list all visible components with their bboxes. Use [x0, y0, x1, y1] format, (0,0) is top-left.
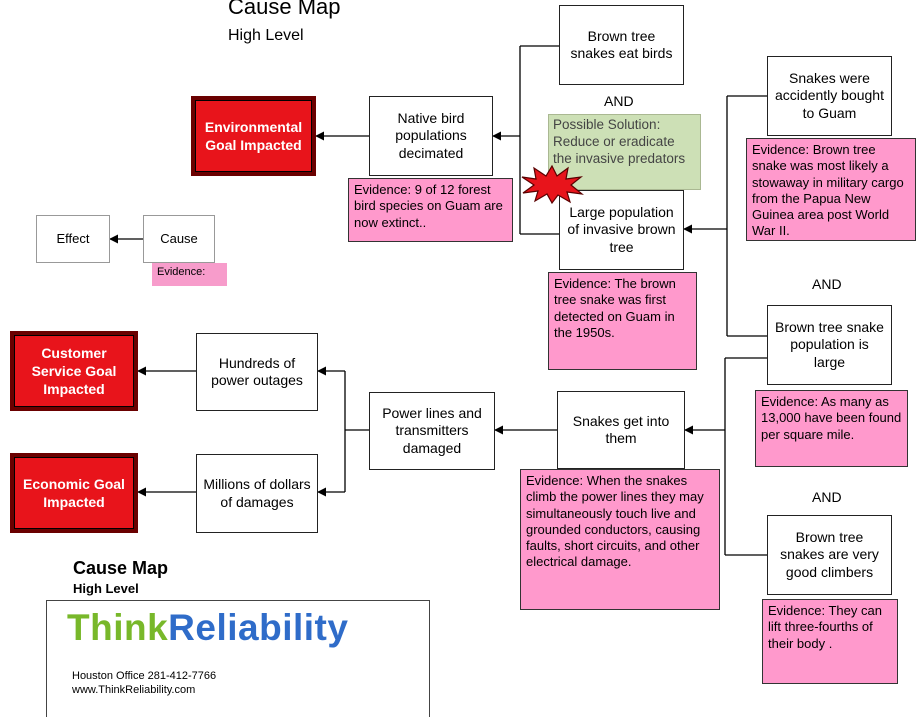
page-subtitle: High Level: [228, 27, 304, 44]
customer-service-goal: Customer Service Goal Impacted: [10, 331, 138, 411]
legend-effect-box: Effect: [36, 215, 110, 263]
node-native-bird: Native bird populations decimated: [369, 96, 493, 176]
legend-cause-box: Cause: [143, 215, 215, 263]
logo-think: Think: [67, 607, 169, 648]
thinkreliability-logo: ThinkReliability: [67, 607, 348, 649]
and-label: AND: [812, 276, 842, 292]
evidence-many-found: Evidence: As many as 13,000 have been fo…: [755, 390, 908, 467]
office-phone: Houston Office 281-412-7766: [72, 670, 217, 682]
evidence-climb-power-lines: Evidence: When the snakes climb the powe…: [520, 469, 720, 610]
environmental-goal: Environmental Goal Impacted: [191, 96, 316, 176]
footer-title: Cause Map: [73, 558, 169, 578]
node-snakes-get-into: Snakes get into them: [557, 391, 685, 469]
evidence-lift-body: Evidence: They can lift three-fourths of…: [762, 599, 898, 684]
node-power-lines: Power lines and transmitters damaged: [369, 392, 495, 470]
company-website: www.ThinkReliability.com: [72, 684, 196, 696]
evidence-first-detected: Evidence: The brown tree snake was first…: [548, 272, 697, 370]
node-snake-population-large: Brown tree snake population is large: [767, 305, 892, 385]
evidence-forest-birds: Evidence: 9 of 12 forest bird species on…: [348, 178, 513, 242]
legend-evidence-box: Evidence:: [152, 263, 227, 286]
node-good-climbers: Brown tree snakes are very good climbers: [767, 515, 892, 595]
footer-subtitle: High Level: [73, 581, 139, 596]
node-accidently-bought: Snakes were accidently bought to Guam: [767, 56, 892, 136]
evidence-stowaway: Evidence: Brown tree snake was most like…: [746, 138, 916, 241]
and-label: AND: [812, 489, 842, 505]
logo-reliability: Reliability: [168, 607, 349, 648]
page-title: Cause Map: [228, 0, 341, 19]
economic-goal: Economic Goal Impacted: [10, 453, 138, 533]
possible-solution-box: Possible Solution: Reduce or eradicate t…: [548, 114, 701, 190]
and-label: AND: [604, 93, 634, 109]
node-snakes-eat-birds: Brown tree snakes eat birds: [559, 5, 684, 85]
solution-starburst-icon: [521, 164, 584, 204]
company-card: ThinkReliability Houston Office 281-412-…: [46, 600, 430, 717]
node-hundreds-outages: Hundreds of power outages: [196, 333, 318, 411]
node-millions-damages: Millions of dollars of damages: [196, 454, 318, 533]
node-large-population: Large population of invasive brown tree: [559, 190, 684, 270]
